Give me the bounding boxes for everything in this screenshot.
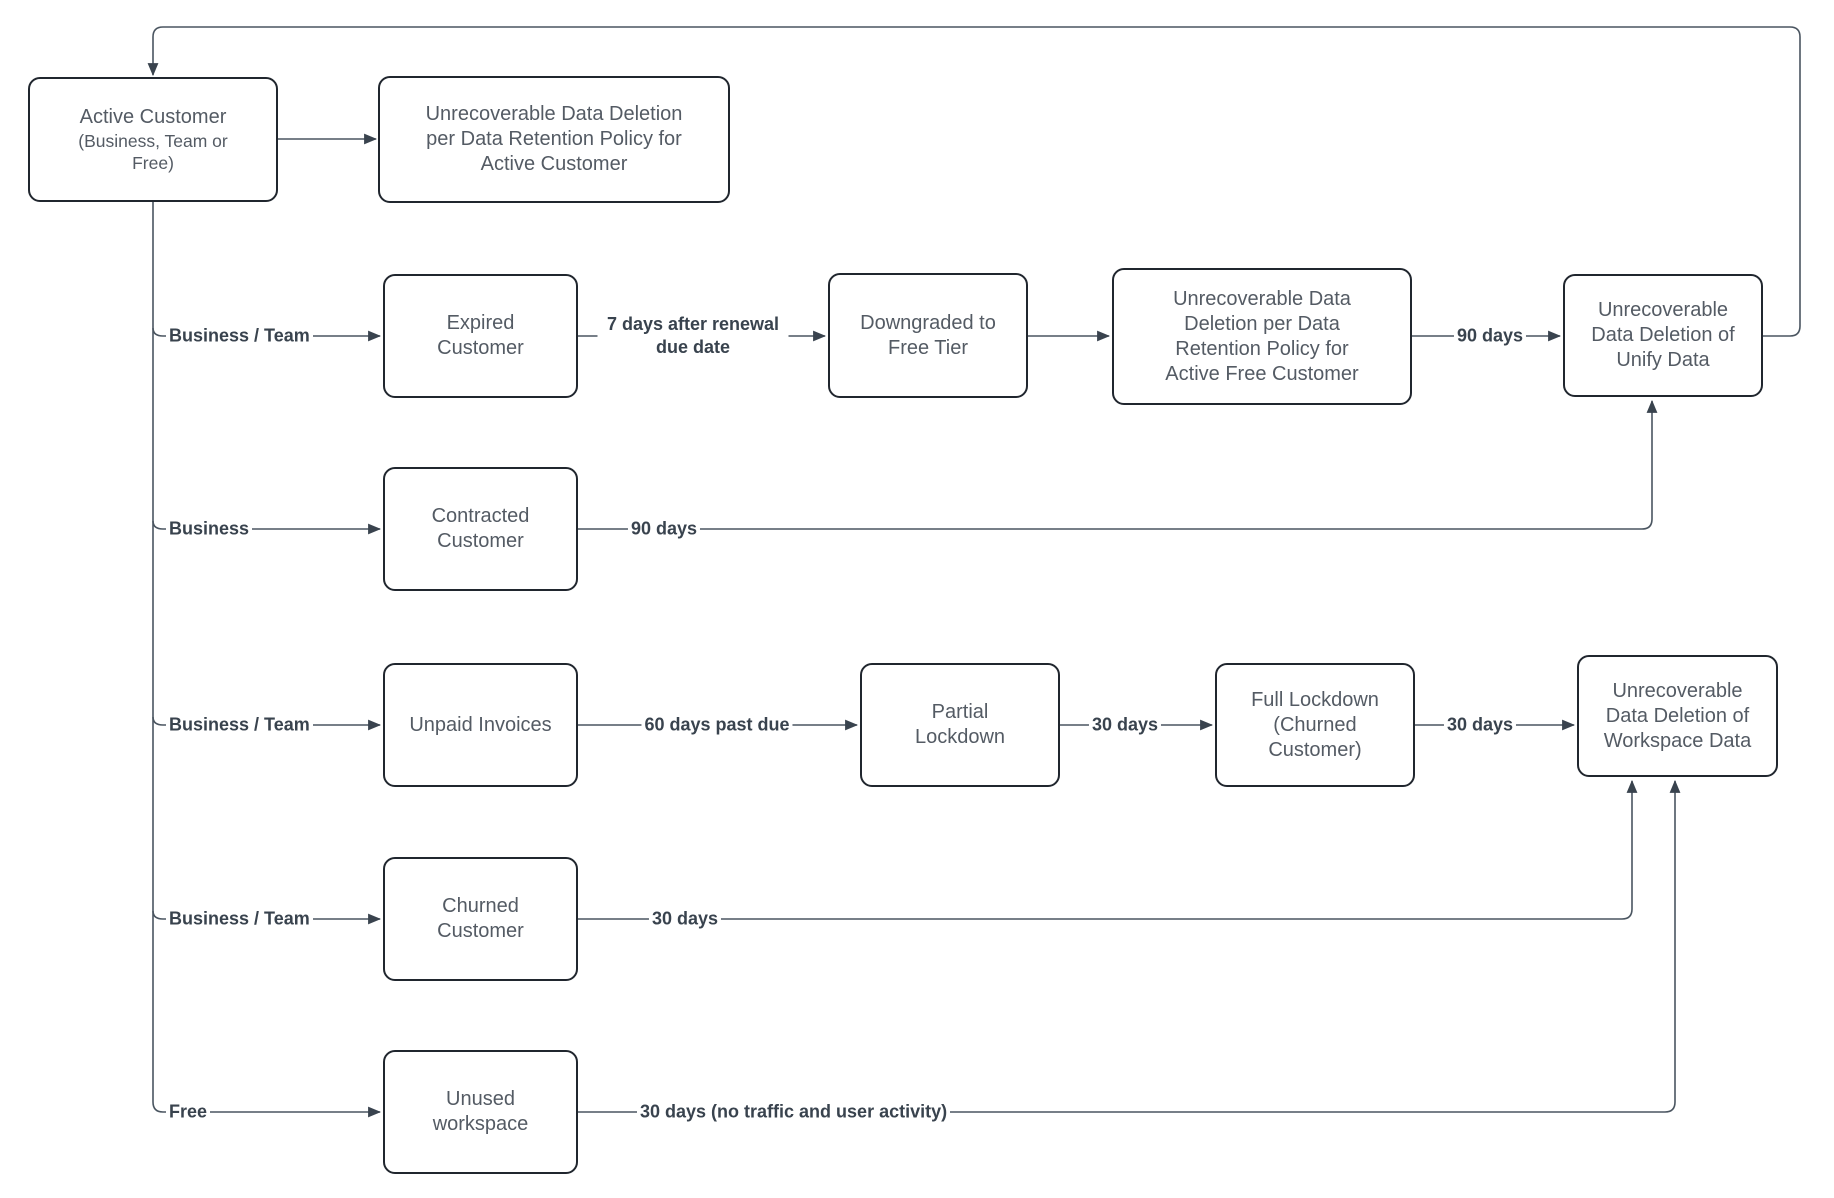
node-deletion-active-customer-label: Unrecoverable Data Deletion per Data Ret… — [425, 103, 683, 175]
edge-label-branch-churned: Business / Team — [166, 907, 313, 931]
edge-label-branch-unpaid: Business / Team — [166, 713, 313, 737]
node-churned-customer-label: Churned Customer — [437, 895, 524, 942]
edge-label-free-to-unify: 90 days — [1453, 324, 1527, 348]
node-deletion-unify-data: Unrecoverable Data Deletion of Unify Dat… — [1563, 274, 1763, 397]
edge-label-branch-contracted: Business — [166, 517, 253, 541]
edge-label-contracted-to-unify: 90 days — [627, 517, 701, 541]
node-partial-lockdown: Partial Lockdown — [860, 663, 1060, 787]
edge-label-unpaid-to-partial: 60 days past due — [641, 713, 793, 737]
node-deletion-active-free-customer-label: Unrecoverable Data Deletion per Data Ret… — [1165, 287, 1359, 385]
edge-label-branch-expired: Business / Team — [166, 324, 313, 348]
node-downgraded-free-tier-label: Downgraded to Free Tier — [860, 311, 996, 359]
node-partial-lockdown-label: Partial Lockdown — [914, 701, 1006, 748]
node-full-lockdown: Full Lockdown (Churned Customer) — [1215, 663, 1415, 787]
node-expired-customer-label: Expired Customer — [437, 312, 524, 359]
node-active-customer: Active Customer (Business, Team or Free) — [28, 77, 278, 202]
node-deletion-workspace-data: Unrecoverable Data Deletion of Workspace… — [1577, 655, 1778, 777]
edge-label-churned-to-workspace: 30 days — [648, 907, 722, 931]
node-unused-workspace: Unused workspace — [383, 1050, 578, 1174]
edge-label-full-to-workspace: 30 days — [1443, 713, 1517, 737]
node-contracted-customer-label: Contracted Customer — [431, 505, 530, 552]
node-deletion-unify-data-label: Unrecoverable Data Deletion of Unify Dat… — [1591, 299, 1735, 371]
edge-spine-and-unused-branch — [152, 202, 382, 1118]
node-contracted-customer: Contracted Customer — [383, 467, 578, 591]
edge-branch-contracted — [152, 520, 382, 535]
node-full-lockdown-label: Full Lockdown (Churned Customer) — [1251, 688, 1379, 761]
node-active-customer-subtitle: (Business, Team or Free) — [78, 131, 228, 173]
edge-unify-loop-to-active — [147, 26, 1801, 337]
node-downgraded-free-tier: Downgraded to Free Tier — [828, 273, 1028, 398]
node-deletion-workspace-data-label: Unrecoverable Data Deletion of Workspace… — [1603, 679, 1752, 752]
node-active-customer-title: Active Customer — [79, 106, 227, 128]
edge-label-branch-unused: Free — [166, 1100, 211, 1124]
node-unused-workspace-label: Unused workspace — [432, 1088, 529, 1135]
node-deletion-active-free-customer: Unrecoverable Data Deletion per Data Ret… — [1112, 268, 1412, 405]
node-unpaid-invoices: Unpaid Invoices — [383, 663, 578, 787]
edge-churned-to-workspace — [578, 779, 1638, 920]
node-deletion-active-customer: Unrecoverable Data Deletion per Data Ret… — [378, 76, 730, 203]
edge-label-expired-to-downgraded: 7 days after renewal due date — [597, 313, 789, 359]
edge-label-partial-to-full: 30 days — [1088, 713, 1162, 737]
node-expired-customer: Expired Customer — [383, 274, 578, 398]
edge-branch-unpaid — [152, 716, 382, 731]
edge-label-unused-to-workspace: 30 days (no traffic and user activity) — [637, 1100, 951, 1124]
edge-contracted-to-unify — [578, 399, 1658, 530]
edge-unused-to-workspace — [578, 779, 1681, 1113]
node-churned-customer: Churned Customer — [383, 857, 578, 981]
edge-branch-churned — [152, 910, 382, 925]
node-unpaid-invoices-label: Unpaid Invoices — [409, 713, 552, 736]
edge-branch-expired — [152, 327, 382, 342]
